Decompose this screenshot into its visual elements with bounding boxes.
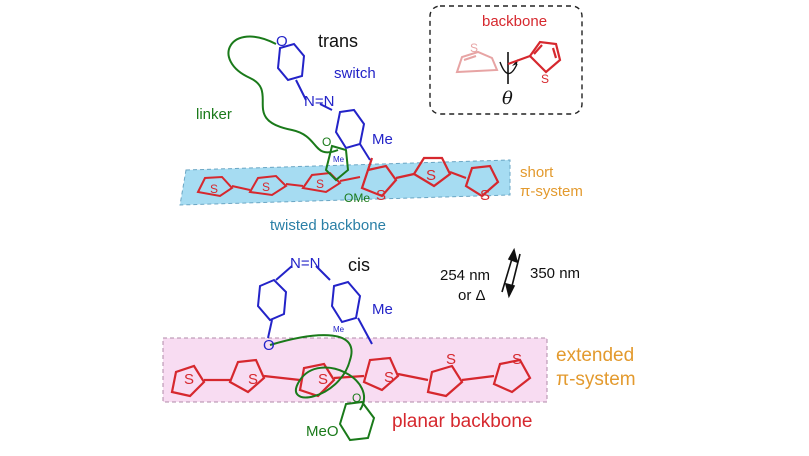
planar-backbone-bottom	[170, 356, 532, 398]
wavelength-left: 254 nm	[440, 267, 491, 284]
ome-top: OMe	[344, 191, 371, 205]
o-link-top: O	[322, 135, 332, 149]
linker-label: linker	[196, 106, 232, 123]
linker-trans	[227, 35, 339, 154]
me-top: Me	[372, 131, 393, 148]
linker-ring-bottom	[338, 400, 376, 442]
cis-label: cis	[348, 255, 370, 275]
inset-rotating-thiophene	[455, 50, 499, 74]
planar-part-top	[360, 156, 500, 198]
nn-top: N=N	[304, 93, 335, 110]
s-atom: S	[384, 369, 395, 386]
s-atom: S	[376, 187, 387, 204]
o-top: O	[276, 33, 288, 50]
switch-label: switch	[334, 65, 376, 82]
twisted-backbone-left	[196, 171, 361, 198]
wavelength-left-2: or Δ	[458, 287, 486, 304]
extended-label-2: π-system	[556, 369, 636, 390]
s-atom: S	[512, 351, 523, 368]
extended-pi-box	[162, 337, 548, 403]
me-bottom: Me	[372, 301, 393, 318]
twisted-backbone-label: twisted backbone	[270, 217, 386, 234]
s-atom: S	[210, 182, 219, 196]
switch-cis	[256, 265, 373, 345]
o-link-bottom: O	[352, 391, 362, 405]
meo-bottom: MeO	[306, 423, 339, 440]
s-atom: S	[316, 177, 325, 191]
inset-s-faded: S	[470, 41, 479, 55]
linker-ring-top	[324, 144, 350, 182]
s-atom: S	[318, 371, 329, 388]
equilibrium-arrows	[501, 247, 521, 299]
me-top-small: Me	[333, 155, 345, 164]
linker-cis	[269, 334, 365, 411]
trans-label: trans	[318, 31, 359, 51]
switch-trans	[276, 42, 371, 161]
s-atom: S	[248, 371, 259, 388]
inset-box	[429, 5, 583, 115]
s-atom: S	[446, 351, 457, 368]
s-atom: S	[262, 180, 271, 194]
inset-s: S	[541, 72, 550, 86]
s-atom: S	[480, 187, 491, 204]
nn-bottom: N=N	[290, 255, 321, 272]
rotation-arrow	[499, 61, 518, 75]
s-atom: S	[426, 167, 437, 184]
me-bottom-small: Me	[333, 325, 345, 334]
wavelength-right: 350 nm	[530, 265, 581, 282]
planar-backbone-label: planar backbone	[392, 411, 533, 432]
short-label-1: short	[520, 164, 554, 181]
inset-title: backbone	[482, 13, 548, 30]
inset-fixed-thiophene	[507, 40, 562, 74]
o-cis: O	[263, 337, 275, 354]
theta-label: θ	[502, 88, 513, 109]
short-label-2: π-system	[520, 183, 583, 200]
s-atom: S	[184, 371, 195, 388]
extended-label-1: extended	[556, 345, 635, 366]
